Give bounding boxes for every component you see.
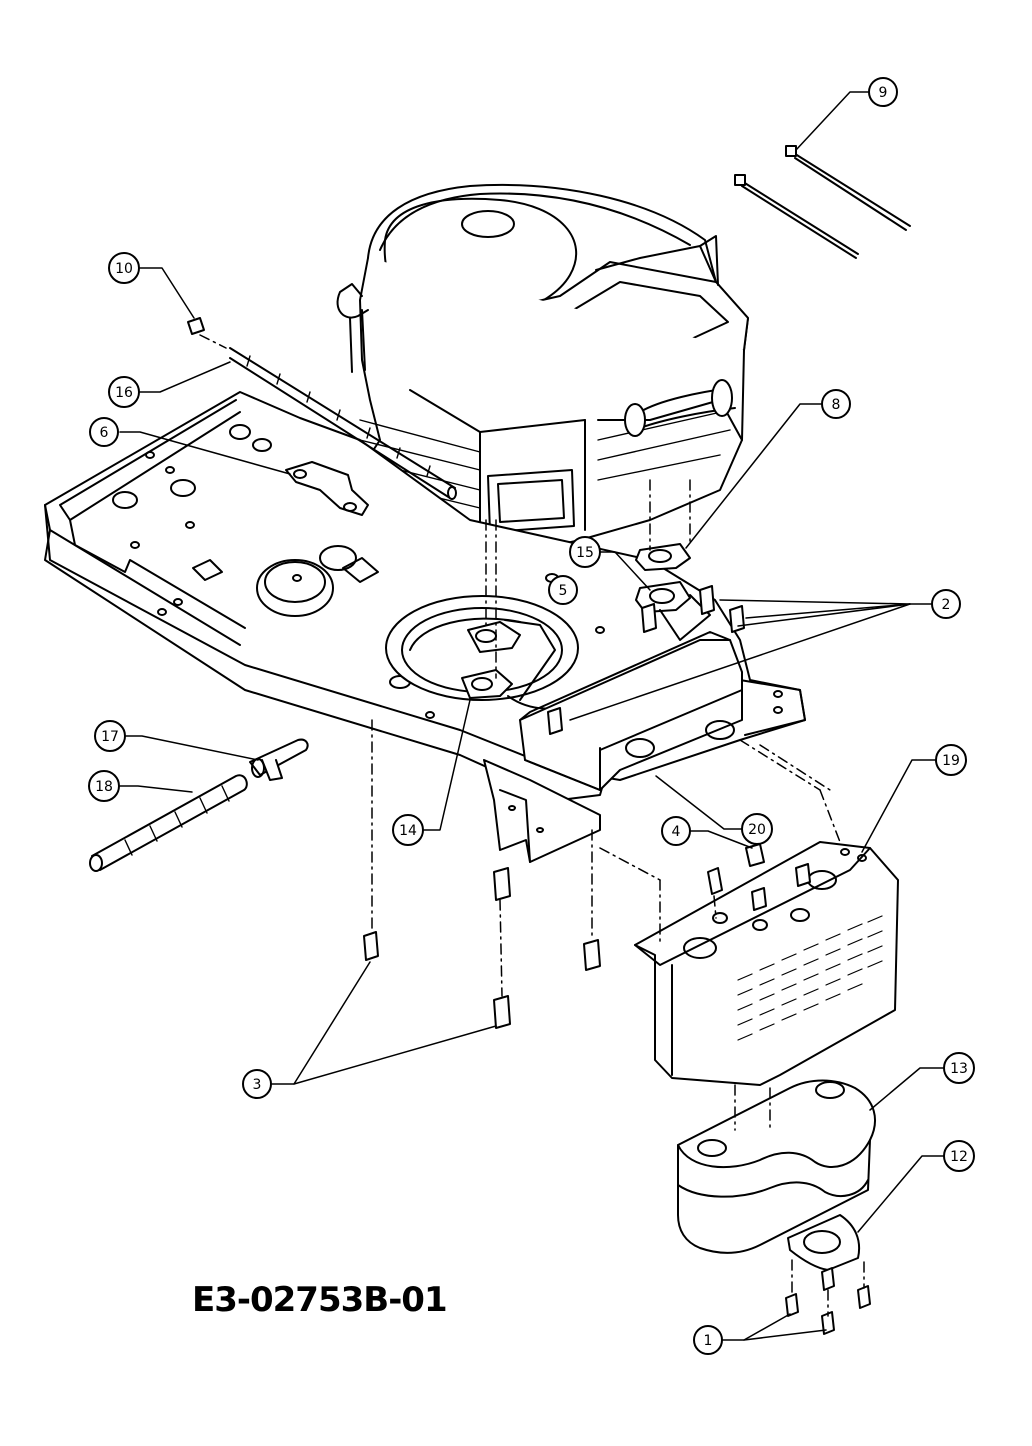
document-code: E3-02753B-01 xyxy=(192,1280,448,1320)
fuel-filter-17 xyxy=(249,738,309,781)
callouts: 9 10 16 6 8 15 5 2 xyxy=(88,77,975,1355)
callout-10: 10 xyxy=(108,252,140,284)
callout-2: 2 xyxy=(931,589,961,619)
assembly-lines xyxy=(199,334,865,1317)
callout-12: 12 xyxy=(943,1140,975,1172)
heat-shield xyxy=(634,841,899,1086)
svg-text:9: 9 xyxy=(879,85,888,101)
svg-text:15: 15 xyxy=(576,545,594,561)
svg-text:4: 4 xyxy=(672,824,681,840)
svg-text:16: 16 xyxy=(115,385,133,401)
callout-9: 9 xyxy=(868,77,898,107)
callout-18: 18 xyxy=(88,770,120,802)
svg-text:6: 6 xyxy=(100,425,109,441)
callout-8: 8 xyxy=(821,389,851,419)
svg-text:3: 3 xyxy=(253,1077,262,1093)
callout-5: 5 xyxy=(548,575,578,605)
bracket-14 xyxy=(483,759,601,863)
svg-text:10: 10 xyxy=(115,261,133,277)
callout-16: 16 xyxy=(108,376,140,408)
muffler xyxy=(519,631,743,791)
callout-1: 1 xyxy=(693,1325,723,1355)
svg-text:14: 14 xyxy=(399,823,417,839)
svg-text:2: 2 xyxy=(942,597,951,613)
svg-text:13: 13 xyxy=(950,1061,968,1077)
callout-19: 19 xyxy=(935,744,967,776)
callout-14: 14 xyxy=(392,814,424,846)
callout-4: 4 xyxy=(661,816,691,846)
svg-text:1: 1 xyxy=(704,1333,713,1349)
fuel-hose-16 xyxy=(229,347,457,500)
callout-15: 15 xyxy=(569,536,601,568)
callout-6: 6 xyxy=(89,417,119,447)
fuel-hose-18 xyxy=(89,774,248,872)
callout-13: 13 xyxy=(943,1052,975,1084)
svg-text:20: 20 xyxy=(748,822,766,838)
svg-text:17: 17 xyxy=(101,729,119,745)
svg-text:12: 12 xyxy=(950,1149,968,1165)
svg-text:8: 8 xyxy=(832,397,841,413)
cable-ties xyxy=(734,145,911,259)
svg-text:5: 5 xyxy=(559,583,568,599)
fasteners xyxy=(187,317,871,1335)
callout-3: 3 xyxy=(242,1069,272,1099)
svg-text:18: 18 xyxy=(95,779,113,795)
engine xyxy=(336,183,749,561)
callout-17: 17 xyxy=(94,720,126,752)
callout-20: 20 xyxy=(741,813,773,845)
svg-text:19: 19 xyxy=(942,753,960,769)
leader-lines xyxy=(119,91,945,1341)
muffler-body xyxy=(677,1079,876,1254)
deflector xyxy=(787,1214,860,1271)
